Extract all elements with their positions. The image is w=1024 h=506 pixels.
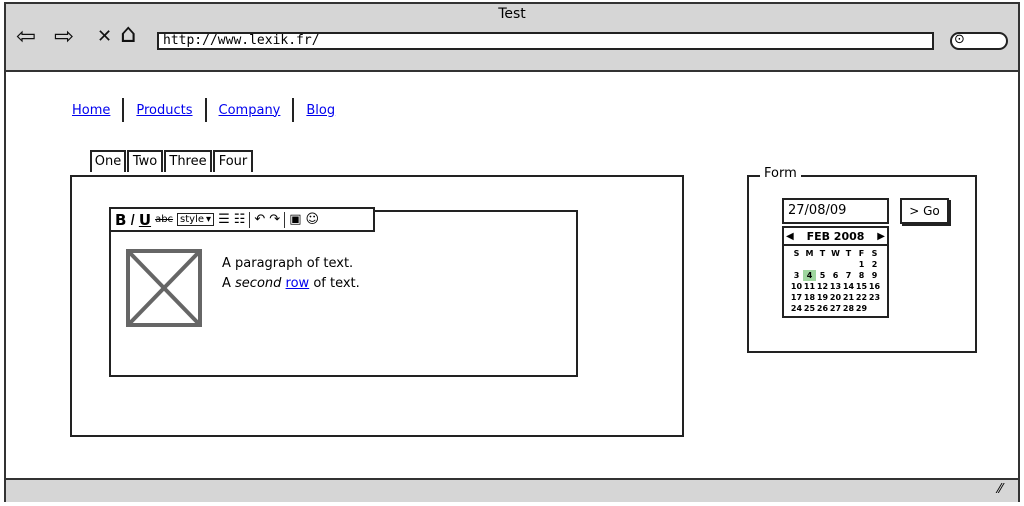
emoji-icon[interactable]: ☺ [305, 212, 320, 227]
weekday-header: W [831, 249, 840, 258]
weekday-header: M [805, 249, 814, 258]
calendar-day[interactable]: 22 [855, 293, 868, 302]
window-title: Test [498, 6, 526, 22]
italic-button[interactable]: I [130, 210, 135, 229]
nav-links: Home Products Company Blog [72, 98, 335, 122]
calendar-day[interactable]: 1 [858, 260, 865, 269]
calendar-header: ◀ FEB 2008 ▶ [784, 228, 887, 246]
link-separator [204, 98, 207, 122]
resize-grip-icon[interactable]: ⁄⁄ [998, 482, 1003, 497]
para2-prefix: A [222, 276, 236, 291]
calendar-day[interactable]: 6 [832, 271, 839, 280]
tab-three[interactable]: Three [164, 150, 212, 172]
undo-icon[interactable]: ↶ [254, 212, 266, 227]
row-link[interactable]: row [285, 276, 310, 291]
form-group [747, 175, 977, 353]
link-blog[interactable]: Blog [306, 102, 336, 118]
underline-button[interactable]: U [138, 210, 152, 229]
calendar-day[interactable]: 8 [858, 271, 865, 280]
insert-image-icon[interactable]: ▣ [289, 212, 302, 227]
bullet-list-icon[interactable]: ☰ [218, 212, 230, 227]
calendar-day[interactable]: 23 [868, 293, 881, 302]
calendar-day[interactable]: 25 [803, 304, 816, 313]
style-select-label: style [180, 214, 205, 225]
calendar-day[interactable]: 14 [842, 282, 855, 291]
calendar-day[interactable]: 19 [816, 293, 829, 302]
bold-button[interactable]: B [115, 210, 127, 229]
link-company[interactable]: Company [218, 102, 281, 118]
numbered-list-icon[interactable]: ☷ [233, 212, 246, 227]
address-bar[interactable]: http://www.lexik.fr/ [157, 32, 934, 50]
calendar-day[interactable]: 3 [793, 271, 800, 280]
link-products[interactable]: Products [136, 102, 193, 118]
calendar-day [829, 259, 842, 270]
calendar-day [790, 259, 803, 270]
style-select[interactable]: style ▾ [177, 213, 215, 226]
calendar-day[interactable]: 10 [790, 282, 803, 291]
calendar-day [816, 259, 829, 270]
calendar-day[interactable]: 12 [816, 282, 829, 291]
weekday-header: T [845, 249, 852, 258]
calendar-day [803, 259, 816, 270]
link-separator [292, 98, 295, 122]
calendar-day[interactable]: 16 [868, 282, 881, 291]
calendar-day[interactable]: 4 [803, 270, 816, 281]
tab-one[interactable]: One [90, 150, 126, 172]
calendar-day[interactable]: 21 [842, 293, 855, 302]
calendar-day[interactable]: 9 [871, 271, 878, 280]
toolbar-separator [249, 211, 251, 228]
calendar-day [842, 259, 855, 270]
link-separator [122, 98, 125, 122]
status-bar [6, 478, 1018, 502]
calendar-day[interactable]: 2 [871, 260, 878, 269]
link-home[interactable]: Home [72, 102, 111, 118]
strikethrough-button[interactable]: abc [155, 214, 174, 225]
tab-four[interactable]: Four [213, 150, 253, 172]
paragraph-text: A paragraph of text. [222, 256, 354, 271]
search-icon: ⊙ [954, 32, 965, 47]
calendar-day[interactable]: 13 [829, 282, 842, 291]
calendar-day[interactable]: 5 [819, 271, 826, 280]
next-month-icon[interactable]: ▶ [877, 230, 885, 242]
calendar-day [868, 303, 881, 314]
chevron-down-icon: ▾ [206, 214, 212, 225]
calendar-month: FEB 2008 [806, 229, 865, 243]
search-field[interactable]: ⊙ [950, 32, 1008, 50]
paragraph-text-second: A second row of text. [222, 276, 360, 291]
weekday-header: S [871, 249, 878, 258]
forward-arrow-icon[interactable]: ⇨ [54, 22, 75, 50]
weekday-header: T [819, 249, 826, 258]
calendar-day[interactable]: 29 [855, 304, 868, 313]
date-input[interactable]: 27/08/09 [782, 198, 889, 224]
calendar-day[interactable]: 28 [842, 304, 855, 313]
calendar-day[interactable]: 18 [803, 293, 816, 302]
para2-emphasis: second [235, 276, 282, 291]
calendar-day[interactable]: 11 [803, 282, 816, 291]
prev-month-icon[interactable]: ◀ [786, 230, 794, 242]
calendar-day[interactable]: 17 [790, 293, 803, 302]
calendar-day[interactable]: 27 [829, 304, 842, 313]
calendar-day[interactable]: 15 [855, 282, 868, 291]
calendar-day[interactable]: 20 [829, 293, 842, 302]
weekday-header: F [858, 249, 865, 258]
weekday-header: S [793, 249, 800, 258]
calendar-day[interactable]: 7 [845, 271, 852, 280]
back-arrow-icon[interactable]: ⇦ [16, 22, 37, 50]
go-button[interactable]: > Go [900, 198, 949, 224]
image-placeholder-icon [126, 249, 202, 327]
calendar-day[interactable]: 24 [790, 304, 803, 313]
stop-icon[interactable]: ✕ [97, 26, 113, 47]
form-legend: Form [760, 166, 801, 181]
para2-suffix: of text. [309, 276, 360, 291]
tab-two[interactable]: Two [127, 150, 163, 172]
home-icon[interactable]: ⌂ [120, 19, 137, 49]
toolbar-separator [284, 211, 286, 228]
redo-icon[interactable]: ↷ [269, 212, 281, 227]
editor-toolbar: B I U abc style ▾ ☰ ☷ ↶ ↷ ▣ ☺ [109, 207, 375, 232]
calendar-day[interactable]: 26 [816, 304, 829, 313]
